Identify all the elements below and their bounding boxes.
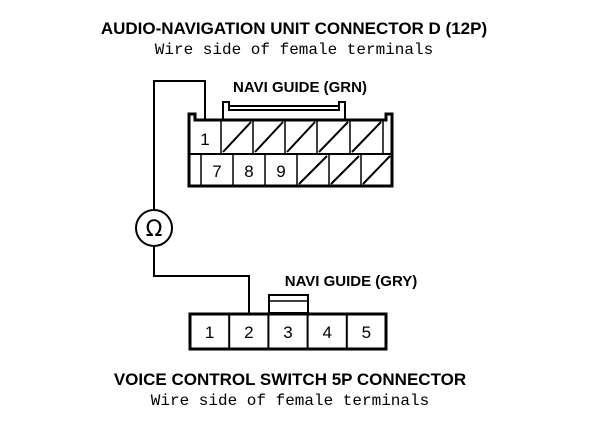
pin-8: 8	[244, 162, 253, 181]
navi-guide-grn-label: NAVI GUIDE (GRN)	[233, 79, 367, 96]
row2-unused-cavity-6	[362, 155, 391, 185]
row1-unused-cavity-2	[254, 121, 284, 153]
bottom-connector-subtitle: Wire side of female terminals	[151, 392, 429, 410]
pin-7: 7	[212, 162, 221, 181]
test-lead	[153, 80, 250, 314]
row2-unused-cavity-5	[330, 155, 360, 185]
bottom-connector-title: VOICE CONTROL SWITCH 5P CONNECTOR	[114, 370, 466, 389]
pin-1: 1	[200, 130, 209, 149]
voice-control-switch-connector	[188, 294, 388, 351]
row2-unused-cavity-4	[298, 155, 328, 185]
row1-unused-cavity-1	[222, 121, 252, 153]
ohmmeter-icon: Ω	[135, 209, 173, 247]
top-connector-title: AUDIO-NAVIGATION UNIT CONNECTOR D (12P)	[101, 19, 487, 38]
pin-4: 4	[322, 323, 331, 342]
top-connector-subtitle: Wire side of female terminals	[155, 41, 433, 59]
pin-2: 2	[244, 323, 253, 342]
pin-3: 3	[283, 323, 292, 342]
pin-1: 1	[205, 323, 214, 342]
pin-9: 9	[276, 162, 285, 181]
ohm-symbol: Ω	[146, 217, 163, 242]
row1-unused-cavity-4	[318, 121, 349, 153]
row1-unused-cavity-3	[286, 121, 316, 153]
row1-unused-cavity-5	[351, 121, 382, 153]
audio-navigation-connector-d	[187, 101, 394, 188]
pin-5: 5	[362, 323, 371, 342]
navi-guide-gry-label: NAVI GUIDE (GRY)	[285, 273, 418, 290]
